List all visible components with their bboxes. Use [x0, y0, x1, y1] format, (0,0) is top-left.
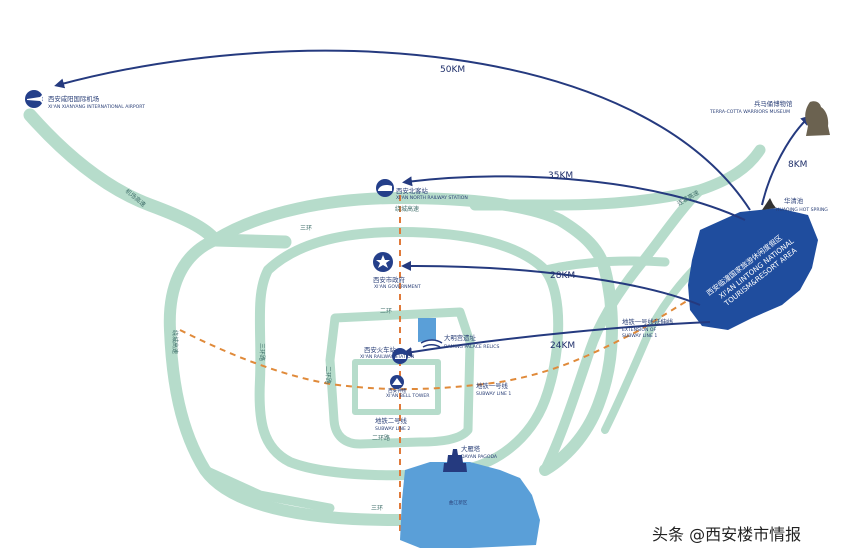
third-ring-road [254, 227, 564, 481]
dayan-pagoda-marker [443, 449, 467, 472]
huaqing-marker [762, 198, 776, 210]
arrow-to-north-station [402, 175, 746, 221]
distance-terracotta: 8KM [788, 160, 807, 170]
subway-line1-label-zh: 地铁一号线 [476, 381, 509, 390]
airport-label-en: XI'AN XIANYANG INTERNATIONAL AIRPORT [48, 104, 145, 110]
distance-government: 28KM [550, 271, 575, 281]
train-glyph [378, 185, 392, 191]
subway-ext-label-zh: 地铁一号线延伸线 [622, 317, 674, 326]
statue-icon [762, 198, 776, 210]
watermark-text: 头条 @西安楼市情报 [652, 525, 801, 544]
north-station-label-zh: 西安北客站 [396, 186, 429, 195]
star-glyph [376, 255, 390, 268]
huaqing-label-zh: 华清池 [784, 196, 804, 205]
road-label-ring3-north: 三环 [300, 225, 312, 232]
qujiang-label: 曲江新区 [449, 499, 468, 506]
subway-line-1 [179, 279, 721, 391]
daming-palace-area [418, 318, 436, 342]
daming-palace-label-en: DAMING PALACE RELICS [444, 344, 500, 350]
arrow-to-airport [54, 49, 751, 211]
north-station-label-en: XI'AN NORTH RAILWAY STATION [396, 195, 468, 201]
dayan-pagoda-label-en: DAYAN PAGODA [461, 454, 498, 460]
railway-station-label-zh: 西安火车站 [364, 345, 397, 354]
second-ring-road [325, 307, 475, 449]
arrow-to-government [401, 260, 701, 306]
distance-airport: 50KM [440, 65, 465, 75]
airport-expressway [23, 108, 292, 249]
lianhuo-expressway-branch [540, 185, 705, 475]
warrior-statue-icon [805, 101, 830, 136]
subway-line2-label-zh: 地铁二号线 [375, 416, 408, 425]
bell-tower-marker [390, 375, 404, 389]
government-label-zh: 西安市政府 [373, 275, 406, 284]
south-road [200, 465, 335, 513]
railway-station-label-en: XI'AN RAILWAY STATION [360, 354, 414, 360]
lianhuo-expressway [469, 144, 766, 211]
huaqing-label-en: HUAQING HOT SPRING [776, 207, 828, 213]
road-label-ring2-north: 二环 [380, 308, 392, 315]
qujiang-district-area [400, 462, 540, 548]
subway-ext-label-en-1: EXTENSION OF [622, 327, 657, 333]
daming-palace-marker [420, 339, 443, 348]
road-label-raocheng-west: 绕城高速 [171, 330, 179, 354]
road-label-ring2-west: 二环路 [324, 366, 332, 384]
distance-north-station: 35KM [548, 171, 573, 181]
route-arrows [54, 49, 811, 358]
terracotta-marker [805, 101, 830, 136]
airport-marker [25, 90, 44, 108]
city-wall [352, 359, 441, 415]
distance-railway-station: 24KM [550, 341, 575, 351]
dayan-pagoda-label-zh: 大雁塔 [461, 444, 481, 453]
government-marker [373, 252, 393, 272]
palace-roof-icon [420, 339, 443, 348]
pagoda-icon [443, 449, 467, 472]
terracotta-label-zh: 兵马俑博物馆 [754, 99, 792, 108]
road-label-ring3-south: 三环 [371, 505, 383, 512]
subway-ext-label-en-2: SUBWAY LINE 1 [622, 333, 657, 339]
east-road [540, 256, 670, 275]
road-label-raocheng-north: 绕城高速 [395, 205, 419, 213]
arrow-to-terracotta [761, 115, 811, 206]
bell-tower-label-en: XI'AN BELL TOWER [386, 393, 430, 399]
train-glyph [395, 354, 406, 359]
airport-label-zh: 西安咸阳国际机场 [48, 94, 99, 103]
arrow-to-railway-station [402, 321, 711, 358]
road-label-ring2-south: 二环路 [372, 434, 390, 442]
subway-line2-label-en: SUBWAY LINE 2 [375, 426, 410, 432]
north-station-marker [376, 179, 394, 197]
resort-area [688, 208, 818, 330]
daming-palace-label-zh: 大明宫遗址 [444, 333, 477, 342]
subway-line1-label-en: SUBWAY LINE 1 [476, 391, 511, 397]
bell-tower-glyph [392, 378, 402, 385]
road-label-ring3-west: 三环路 [258, 343, 266, 361]
airplane-glyph [27, 94, 44, 104]
railway-station-marker [392, 348, 408, 364]
terracotta-label-en: TERRA-COTTA WARRIORS MUSEUM [709, 109, 790, 115]
government-label-en: XI'AN GOVERNMENT [374, 284, 421, 290]
bell-tower-label-zh: 西安钟楼 [388, 387, 407, 394]
